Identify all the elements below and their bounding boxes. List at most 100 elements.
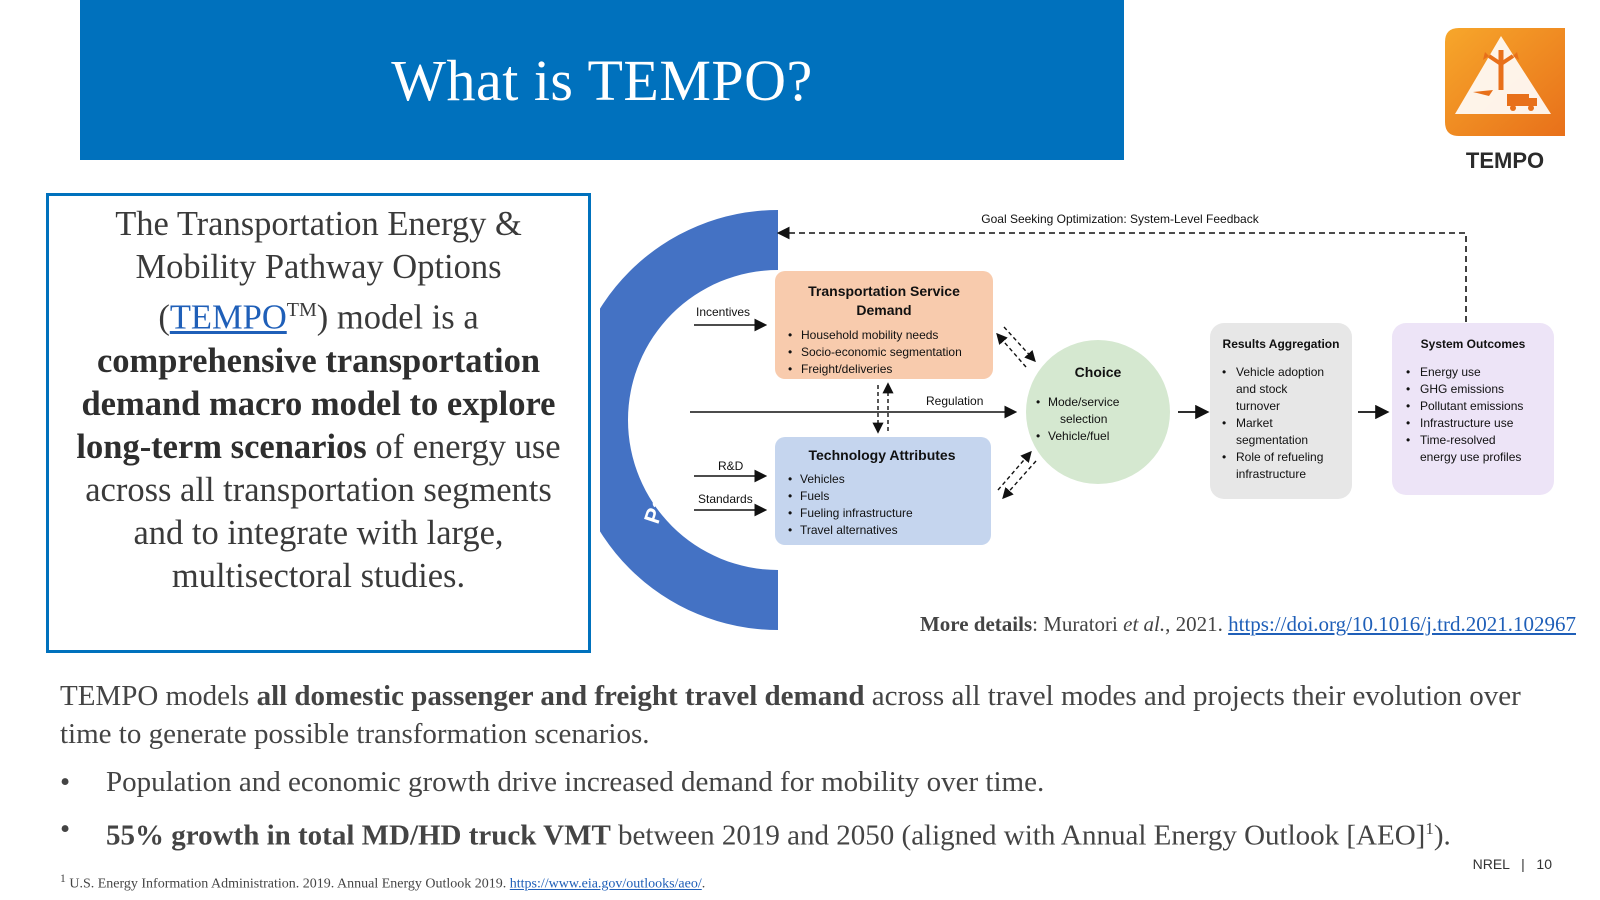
choice-demand-arrow <box>996 332 1027 368</box>
bullet-dot: • <box>60 766 71 798</box>
outcomes-bullet: • <box>1406 365 1410 379</box>
doi-link[interactable]: https://doi.org/10.1016/j.trd.2021.10296… <box>1228 612 1576 636</box>
outcomes-bullet: • <box>1406 416 1410 430</box>
outcomes-line: Energy use <box>1420 365 1481 379</box>
choice-circle <box>1026 340 1170 484</box>
results-bullet: • <box>1222 450 1226 464</box>
outcomes-line: GHG emissions <box>1420 382 1504 396</box>
footnote-end: . <box>701 876 706 892</box>
tempo-diagram: Pathway Options Goal Seeking Optimizatio… <box>600 210 1554 630</box>
bullet-end: ). <box>1433 819 1451 852</box>
footer-separator: | <box>1521 856 1525 872</box>
body-bold: all domestic passenger and freight trave… <box>256 680 865 712</box>
slide-title: What is TEMPO? <box>391 47 813 113</box>
trademark: TM <box>286 299 317 321</box>
logo-label: TEMPO <box>1465 148 1545 173</box>
tech-bullet: • <box>788 523 792 537</box>
demand-title-2: Demand <box>856 302 911 318</box>
choice-item: Vehicle/fuel <box>1048 429 1109 443</box>
choice-bullet: • <box>1036 429 1040 443</box>
page-number: 10 <box>1536 856 1552 872</box>
incentives-label: Incentives <box>696 305 750 319</box>
outcomes-box <box>1392 323 1554 495</box>
definition-rest: of energy use across all transportation … <box>85 427 561 595</box>
rd-label: R&D <box>718 459 744 473</box>
slide-footer: NREL | 10 <box>1473 856 1552 872</box>
demand-box <box>775 271 993 379</box>
tech-bullet: • <box>788 472 792 486</box>
list-item: •55% growth in total MD/HD truck VMT bet… <box>60 810 1570 857</box>
results-line: Role of refueling <box>1236 450 1323 464</box>
choice-tech-arrow <box>1002 460 1037 500</box>
definition-line-1: The Transportation Energy & <box>115 205 522 243</box>
choice-bullet: • <box>1036 395 1040 409</box>
outcomes-line: Pollutant emissions <box>1420 399 1523 413</box>
results-bullet: • <box>1222 365 1226 379</box>
demand-item: Socio-economic segmentation <box>801 345 962 359</box>
footnote-text: U.S. Energy Information Administration. … <box>69 876 507 892</box>
definition-line-2: Mobility Pathway Options <box>135 248 502 286</box>
outcomes-line: Time-resolved <box>1420 433 1496 447</box>
results-line: turnover <box>1236 399 1280 413</box>
outcomes-bullet: • <box>1406 399 1410 413</box>
list-item: • Population and economic growth drive in… <box>60 763 1570 810</box>
tech-box <box>775 437 991 545</box>
reference-authors: Muratori <box>1043 612 1118 636</box>
reference-year: , 2021. <box>1165 612 1223 636</box>
tech-item: Fueling infrastructure <box>800 506 913 520</box>
outcomes-bullet: • <box>1406 382 1410 396</box>
eia-link[interactable]: https://www.eia.gov/outlooks/aeo/ <box>509 876 702 892</box>
bullet-text: Population and economic growth drive inc… <box>106 766 1045 798</box>
tempo-logo-icon <box>1445 28 1565 136</box>
results-title: Results Aggregation <box>1223 337 1340 351</box>
choice-item: Mode/service <box>1048 395 1120 409</box>
demand-title-1: Transportation Service <box>808 283 960 299</box>
demand-bullet: • <box>788 328 792 342</box>
org-label: NREL <box>1472 856 1510 872</box>
results-line: Vehicle adoption <box>1236 365 1324 379</box>
outcomes-line: energy use profiles <box>1420 450 1521 464</box>
results-line: Market <box>1236 416 1273 430</box>
title-bar: What is TEMPO? <box>80 0 1124 160</box>
tech-bullet: • <box>788 489 792 503</box>
pathway-arc <box>600 210 778 630</box>
regulation-label: Regulation <box>926 394 983 408</box>
footnote: 1 U.S. Energy Information Administration… <box>60 872 705 893</box>
definition-bold: comprehensive transportation demand macr… <box>76 341 556 466</box>
demand-item: Freight/deliveries <box>801 362 892 376</box>
definition-after-link: ) model is a <box>316 298 479 337</box>
demand-bullet: • <box>788 345 792 359</box>
results-bullet: • <box>1222 416 1226 430</box>
outcomes-bullet: • <box>1406 433 1410 447</box>
tech-item: Vehicles <box>800 472 845 486</box>
reference-et-al: et al. <box>1123 612 1166 636</box>
body-paragraph: TEMPO models all domestic passenger and … <box>60 677 1570 753</box>
standards-label: Standards <box>698 492 753 506</box>
tech-bullet: • <box>788 506 792 520</box>
choice-title: Choice <box>1075 364 1122 380</box>
bullet-dot: • <box>60 813 71 845</box>
demand-choice-arrow <box>1003 326 1036 363</box>
bullet-list: • Population and economic growth drive in… <box>60 763 1570 857</box>
tech-item: Fuels <box>800 489 829 503</box>
bullet-text: between 2019 and 2050 (aligned with Annu… <box>618 819 1426 852</box>
results-line: and stock <box>1236 382 1288 396</box>
outcomes-line: Infrastructure use <box>1420 416 1514 430</box>
body-suffix: across all travel modes and projects the… <box>60 680 1521 750</box>
footnote-ref: 1 <box>1425 819 1434 838</box>
outcomes-title: System Outcomes <box>1421 337 1526 351</box>
results-line: infrastructure <box>1236 467 1306 481</box>
open-paren: ( <box>158 298 170 337</box>
demand-bullet: • <box>788 362 792 376</box>
definition-box: The Transportation Energy & Mobility Pat… <box>46 193 591 653</box>
body-prefix: TEMPO models <box>60 680 250 712</box>
footnote-marker: 1 <box>60 872 66 885</box>
choice-item: selection <box>1060 412 1107 426</box>
tech-title: Technology Attributes <box>809 447 956 463</box>
results-box <box>1210 323 1352 499</box>
more-details: More details: Muratori et al., 2021. htt… <box>919 612 1576 636</box>
tempo-link[interactable]: TEMPO <box>169 298 287 337</box>
feedback-label: Goal Seeking Optimization: System-Level … <box>981 212 1259 226</box>
more-details-label: More details <box>919 612 1033 636</box>
tech-item: Travel alternatives <box>800 523 898 537</box>
